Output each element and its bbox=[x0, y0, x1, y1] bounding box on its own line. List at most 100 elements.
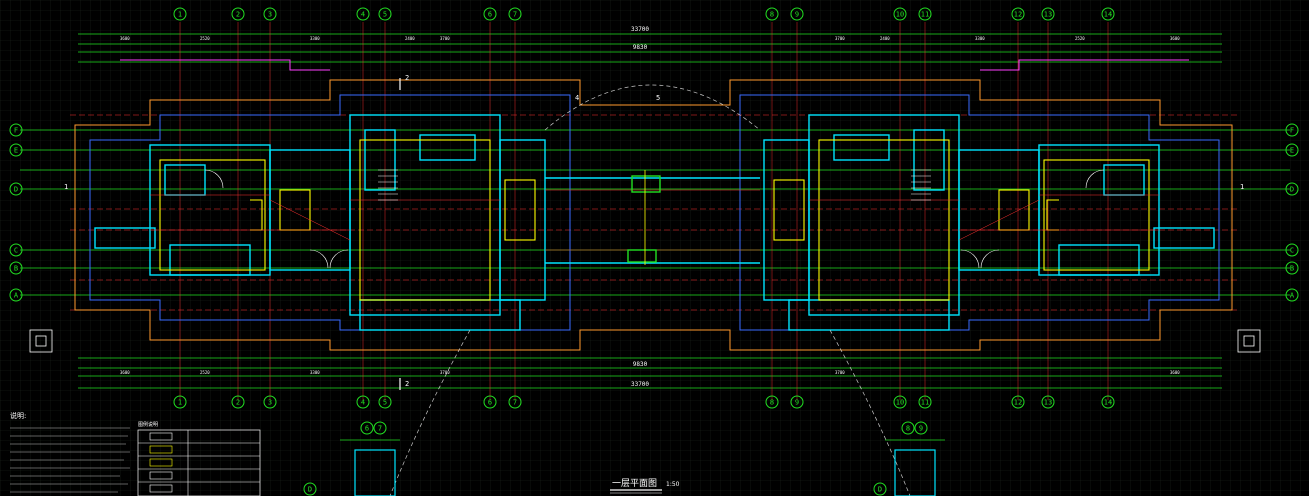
axis-bubble-left-A-circle bbox=[9, 288, 23, 302]
detail-bubble-right-8-label: 8 bbox=[906, 425, 910, 433]
bottom-dimension-lines bbox=[78, 357, 1222, 389]
notes-heading: 说明: bbox=[10, 411, 26, 420]
axis-bubble-bottom-11-label: 11 bbox=[921, 399, 929, 407]
drawing-scale: 1:50 bbox=[666, 481, 680, 488]
svg-text:2400: 2400 bbox=[880, 36, 890, 41]
detail-bubble-left-6-label: 6 bbox=[365, 425, 369, 433]
axis-bubble-bottom-6-circle bbox=[483, 395, 497, 409]
left-unit-detail-lines bbox=[150, 194, 500, 241]
axis-bubble-left-E-circle bbox=[9, 143, 23, 157]
axis-bubble-right-A-label: A bbox=[1290, 292, 1295, 300]
section-markers: 2 2 4 5 1 1 bbox=[64, 74, 1244, 390]
axis-bubble-top-7-circle bbox=[508, 7, 522, 21]
svg-text:3600: 3600 bbox=[120, 36, 130, 41]
detail-bubble-row-right-circle bbox=[873, 482, 887, 496]
axis-bubble-bottom-9: 9 bbox=[790, 395, 804, 409]
detail-bubble-left-6: 6 bbox=[360, 421, 374, 435]
axis-bubble-left-B: B bbox=[9, 261, 23, 275]
axis-bubble-top-1-circle bbox=[173, 7, 187, 21]
axis-bubble-top-9: 9 bbox=[790, 7, 804, 21]
axis-bubble-bottom-5-circle bbox=[378, 395, 392, 409]
axis-bubble-top-7: 7 bbox=[508, 7, 522, 21]
detail-bubble-right-8: 8 bbox=[901, 421, 915, 435]
stair-hatching bbox=[378, 169, 931, 201]
axis-bubble-bottom-3: 3 bbox=[263, 395, 277, 409]
axis-bubble-top-10-label: 10 bbox=[896, 11, 904, 19]
axis-bubble-bottom-8: 8 bbox=[765, 395, 779, 409]
axis-bubble-bottom-5: 5 bbox=[378, 395, 392, 409]
axis-bubble-top-13: 13 bbox=[1041, 7, 1055, 21]
axis-bubble-top-1-label: 1 bbox=[178, 11, 182, 19]
axis-bubble-left-F-label: F bbox=[14, 127, 18, 135]
svg-text:3700: 3700 bbox=[440, 370, 450, 375]
section-marker-right: 4 bbox=[575, 94, 579, 102]
axis-bubble-top-12: 12 bbox=[1011, 7, 1025, 21]
axis-bubble-bottom-14: 14 bbox=[1101, 395, 1115, 409]
axis-bubble-bottom-7-circle bbox=[508, 395, 522, 409]
detail-bubble-left-6-circle bbox=[360, 421, 374, 435]
axis-bubble-top-2-label: 2 bbox=[236, 11, 240, 19]
building-outline bbox=[74, 59, 1233, 351]
svg-text:2520: 2520 bbox=[1075, 36, 1085, 41]
detail-bubble-row-left: D bbox=[303, 482, 317, 496]
axis-bubble-right-D-circle bbox=[1285, 182, 1299, 196]
axis-bubble-left-D-label: D bbox=[14, 186, 18, 194]
axis-bubble-left-E: E bbox=[9, 143, 23, 157]
overall-dimension-bottom: 33700 bbox=[631, 381, 649, 388]
axis-bubble-left-D-circle bbox=[9, 182, 23, 196]
section-marker-side-left: 1 bbox=[64, 183, 68, 191]
axis-bubble-top-4: 4 bbox=[356, 7, 370, 21]
detail-bubble-row-left-label: D bbox=[308, 486, 312, 494]
axis-bubble-bottom-2-circle bbox=[231, 395, 245, 409]
axis-bubble-right-F-circle bbox=[1285, 123, 1299, 137]
axis-bubble-bottom-4-label: 4 bbox=[361, 399, 365, 407]
axis-bubble-bottom-12-circle bbox=[1011, 395, 1025, 409]
center-dimension-bottom: 9830 bbox=[633, 361, 648, 368]
axis-bubble-left-F-circle bbox=[9, 123, 23, 137]
axis-bubble-top-4-label: 4 bbox=[361, 11, 365, 19]
axis-bubble-top-6-label: 6 bbox=[488, 11, 492, 19]
axis-bubble-top-12-label: 12 bbox=[1014, 11, 1022, 19]
axis-bubble-bottom-4-circle bbox=[356, 395, 370, 409]
svg-text:2400: 2400 bbox=[405, 36, 415, 41]
detail-bubble-right-9-label: 9 bbox=[919, 425, 923, 433]
drawing-title-block: 一层平面图 1:50 bbox=[610, 478, 680, 494]
axis-bubble-bottom-8-circle bbox=[765, 395, 779, 409]
axis-bubble-top-2: 2 bbox=[231, 7, 245, 21]
axis-bubble-bottom-11: 11 bbox=[918, 395, 932, 409]
axis-bubble-bottom-8-label: 8 bbox=[770, 399, 774, 407]
axis-bubble-left-B-circle bbox=[9, 261, 23, 275]
axis-bubble-bottom-10-label: 10 bbox=[896, 399, 904, 407]
axis-bubble-bottom-4: 4 bbox=[356, 395, 370, 409]
axis-bubble-bottom-9-label: 9 bbox=[795, 399, 799, 407]
svg-text:3600: 3600 bbox=[1170, 36, 1180, 41]
svg-text:3300: 3300 bbox=[310, 36, 320, 41]
axis-bubble-left-C: C bbox=[9, 243, 23, 257]
axis-bubble-bottom-12: 12 bbox=[1011, 395, 1025, 409]
axis-bubble-bottom-14-label: 14 bbox=[1104, 399, 1112, 407]
axis-bubble-top-6: 6 bbox=[483, 7, 497, 21]
axis-bubble-bottom-5-label: 5 bbox=[383, 399, 387, 407]
axis-bubble-top-4-circle bbox=[356, 7, 370, 21]
axis-bubble-top-10-circle bbox=[893, 7, 907, 21]
axis-bubble-top-9-circle bbox=[790, 7, 804, 21]
detail-bubble-left-7-label: 7 bbox=[378, 425, 382, 433]
axis-bubble-bottom-1: 1 bbox=[173, 395, 187, 409]
drawing-title: 一层平面图 bbox=[612, 478, 657, 489]
door-swings bbox=[204, 169, 1105, 269]
svg-text:3600: 3600 bbox=[1170, 370, 1180, 375]
axis-bubble-right-D: D bbox=[1285, 182, 1299, 196]
axis-bubble-bottom-3-circle bbox=[263, 395, 277, 409]
svg-text:3700: 3700 bbox=[835, 370, 845, 375]
right-unit-detail-lines bbox=[809, 194, 1159, 241]
axis-bubble-left-C-label: C bbox=[14, 247, 18, 255]
center-dimension-top: 9830 bbox=[633, 44, 648, 51]
detail-bubble-right-9: 9 bbox=[914, 421, 928, 435]
axis-bubble-bottom-13: 13 bbox=[1041, 395, 1055, 409]
overall-dimension-top: 33700 bbox=[631, 26, 649, 33]
